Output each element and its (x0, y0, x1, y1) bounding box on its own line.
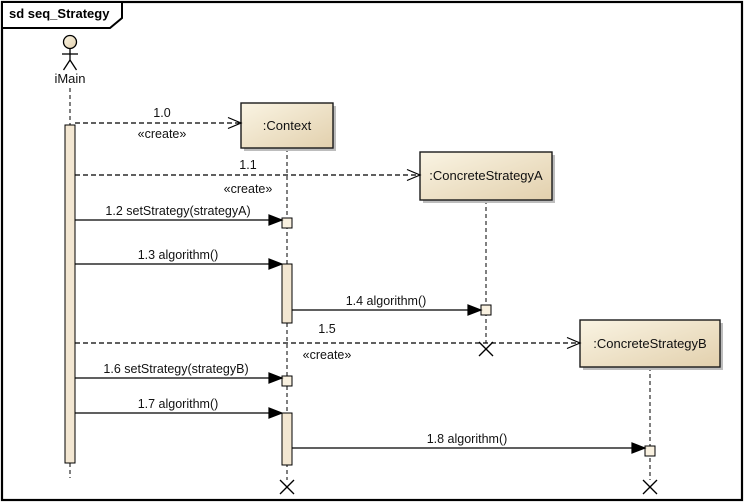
frame-title: sd seq_Strategy (9, 6, 110, 21)
message-1-3-label[interactable]: 1.3 algorithm() (137, 248, 219, 262)
call-messages (75, 214, 647, 454)
object-boxes (240, 102, 723, 370)
message-1-0-label[interactable]: 1.0 (153, 106, 171, 120)
occurrence-context-setstrategyb[interactable] (281, 375, 293, 387)
occurrence-strategyb-algorithm[interactable] (644, 445, 656, 457)
occurrence-squares (281, 217, 656, 457)
activation-imain[interactable] (64, 124, 76, 464)
message-1-1-stereotype: «create» (223, 182, 273, 196)
message-1-4-label[interactable]: 1.4 algorithm() (345, 294, 427, 308)
actor-imain-label: iMain (54, 71, 86, 86)
message-1-6-arrowhead (268, 372, 284, 384)
concretestrategya-box-label: :ConcreteStrategyA (429, 168, 543, 183)
actor-head (62, 34, 78, 50)
message-1-5-stereotype: «create» (302, 348, 352, 362)
frame-label-pentagon (1, 1, 123, 29)
activation-context-algorithm2[interactable] (281, 412, 293, 466)
destroy-concretestrategya-icon (478, 341, 494, 357)
context-box-label: :Context (262, 118, 312, 133)
message-1-5-arrowhead (566, 336, 582, 350)
message-1-1-label[interactable]: 1.1 (239, 158, 257, 172)
activation-bars (64, 124, 293, 466)
message-1-5-label[interactable]: 1.5 (318, 322, 336, 336)
destruction-markers (279, 341, 658, 495)
message-1-1-arrowhead (406, 168, 422, 182)
message-1-2-arrowhead (268, 214, 284, 226)
message-1-2-label[interactable]: 1.2 setStrategy(strategyA) (105, 204, 251, 218)
message-1-0-stereotype: «create» (137, 127, 187, 141)
occurrence-context-setstrategya[interactable] (281, 217, 293, 229)
message-1-4-arrowhead (467, 304, 483, 316)
message-1-7-arrowhead (268, 407, 284, 419)
concretestrategya-box[interactable] (419, 151, 553, 201)
concretestrategyb-box-label: :ConcreteStrategyB (593, 336, 707, 351)
destroy-context-icon (279, 479, 295, 495)
actor-imain[interactable] (62, 34, 78, 71)
destroy-concretestrategyb-icon (642, 479, 658, 495)
actor-body (62, 48, 78, 71)
message-1-6-label[interactable]: 1.6 setStrategy(strategyB) (103, 362, 249, 376)
lifelines (69, 88, 651, 480)
activation-context-algorithm1[interactable] (281, 263, 293, 324)
message-1-8-label[interactable]: 1.8 algorithm() (426, 432, 508, 446)
message-1-8-arrowhead (631, 442, 647, 454)
context-box[interactable] (240, 102, 334, 149)
create-messages (75, 116, 582, 350)
concretestrategyb-box[interactable] (579, 319, 721, 368)
message-1-0-arrowhead (227, 116, 243, 130)
message-1-3-arrowhead (268, 258, 284, 270)
message-1-7-label[interactable]: 1.7 algorithm() (137, 397, 219, 411)
